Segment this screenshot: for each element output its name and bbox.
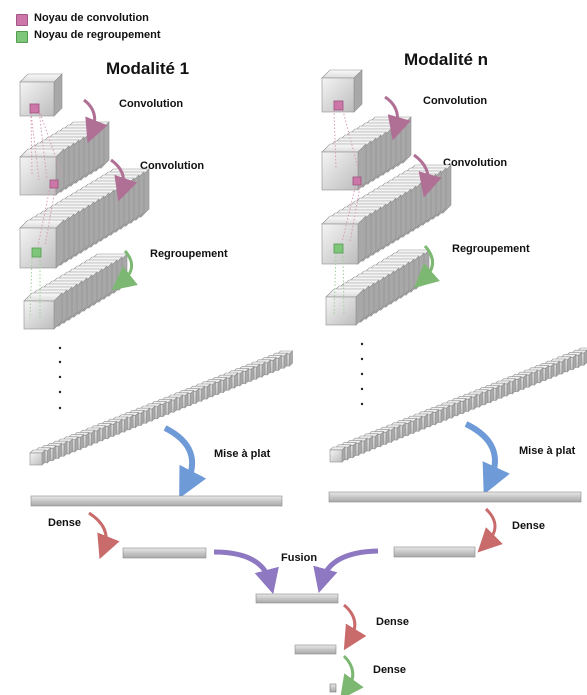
fusion-dense-bar-2 — [294, 644, 337, 655]
m1-flatten-tube — [29, 350, 294, 466]
m1-conv1-label: Convolution — [119, 98, 184, 110]
fusion-label: Fusion — [281, 552, 318, 564]
mn-dense-bar — [328, 491, 582, 503]
m1-conv-kernel-1 — [29, 103, 40, 114]
mn-flatten-arrow — [464, 421, 510, 495]
m1-dense-arrow — [88, 511, 120, 560]
fusion-dense2-label: Dense — [373, 664, 407, 676]
mn-input-cube — [321, 69, 363, 113]
fusion-dense-bar — [255, 593, 339, 604]
fusion-dense1-arrow — [343, 603, 367, 651]
mn-pool-kernel — [333, 243, 344, 254]
m1-kernel-lines-2 — [37, 183, 57, 247]
m1-flatten-label: Mise à plat — [214, 448, 271, 460]
m1-dense-bar — [30, 495, 283, 507]
mn-conv2-arrow — [413, 153, 442, 198]
mn-pool-stack — [325, 249, 430, 326]
fusion-dense1-label: Dense — [376, 616, 410, 628]
m1-dense-bar-small — [122, 547, 207, 559]
fusion-arrow-left — [213, 549, 279, 595]
mn-kernel-lines — [333, 106, 362, 243]
mn-conv2-label: Convolution — [443, 157, 508, 169]
legend-conv-label: Noyau de convolution — [34, 12, 149, 24]
mn-conv-kernel-1 — [333, 100, 344, 111]
mn-dense-label: Dense — [512, 520, 546, 532]
mn-pool-lines — [333, 248, 345, 315]
modality-1-title: Modalité 1 — [106, 59, 190, 78]
m1-ellipsis — [58, 346, 62, 410]
m1-pool-label: Regroupement — [150, 248, 228, 260]
mn-ellipsis — [360, 342, 364, 406]
m1-flatten-arrow — [163, 425, 207, 499]
m1-pool-arrow — [111, 250, 138, 291]
m1-kernel-lines — [30, 109, 63, 181]
mn-dense-arrow — [477, 507, 503, 553]
m1-conv2-arrow — [110, 158, 138, 202]
m1-pool-kernel — [31, 247, 42, 258]
mn-pool-label: Regroupement — [452, 243, 530, 255]
mn-conv1-label: Convolution — [423, 95, 488, 107]
modality-n-title: Modalité n — [404, 50, 489, 69]
mn-flatten-tube — [329, 347, 587, 463]
fusion-dense2-arrow — [339, 654, 364, 695]
mn-dense-bar-small — [393, 546, 476, 558]
output-node — [329, 683, 337, 693]
mn-conv-kernel-2 — [352, 176, 362, 186]
fusion-arrow-right — [313, 548, 379, 594]
m1-conv1-arrow — [83, 98, 108, 144]
mn-conv1-stack — [321, 116, 412, 191]
m1-dense-label: Dense — [48, 517, 82, 529]
legend-pool-label: Noyau de regroupement — [34, 29, 161, 41]
m1-input-cube — [19, 73, 63, 117]
mn-conv1-arrow — [384, 95, 411, 141]
m1-conv2-label: Convolution — [140, 160, 205, 172]
pool-kernel-swatch — [16, 31, 28, 43]
mn-flatten-label: Mise à plat — [519, 445, 576, 457]
m1-pool-lines — [29, 253, 41, 319]
conv-kernel-swatch — [16, 14, 28, 26]
m1-conv-kernel-2 — [49, 179, 59, 189]
mn-pool-arrow — [414, 245, 440, 288]
